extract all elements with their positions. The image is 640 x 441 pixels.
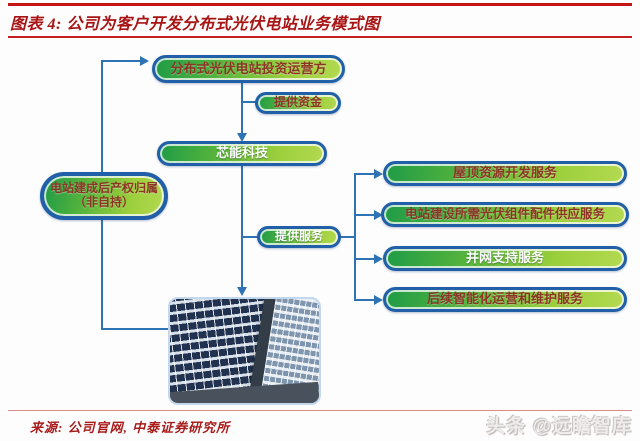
solar-rooftop-photo (168, 297, 321, 405)
connector-left-down-vertical (101, 220, 103, 330)
connector-branch-3 (354, 258, 375, 260)
node-provide-funds: 提供资金 (255, 92, 341, 114)
node-investor: 分布式光伏电站投资运营方 (152, 55, 345, 83)
connector-services-tee (242, 236, 258, 238)
connector-investor-to-company (241, 82, 243, 134)
arrow-right-icon (374, 210, 383, 220)
watermark: 头条 @远瞻智库 (486, 416, 632, 437)
node-service-roof-label: 屋顶资源开发服务 (452, 165, 557, 181)
node-company-label: 芯能科技 (215, 145, 268, 161)
connector-services-trunk (354, 173, 356, 301)
node-service-om-label: 后续智能化运营和维护服务 (426, 291, 583, 307)
node-service-om: 后续智能化运营和维护服务 (383, 287, 627, 312)
connector-branch-1 (354, 173, 375, 175)
node-ownership-line1: 电站建成后产权归属 (49, 181, 158, 196)
bottom-rule (8, 410, 632, 411)
connector-funds-tee (242, 101, 256, 103)
node-service-components-label: 电站建设所需光伏组件配件供应服务 (404, 207, 605, 222)
connector-services-out (340, 236, 355, 238)
arrow-down-icon (237, 287, 247, 296)
top-rule (8, 3, 632, 6)
connector-branch-4 (354, 299, 375, 301)
connector-left-up-horizontal (101, 60, 141, 62)
arrow-down-icon (237, 133, 247, 142)
connector-company-to-photo (241, 165, 243, 288)
node-ownership-line2: （非自持） (73, 195, 134, 209)
figure-title: 图表 4: 公司为客户开发分布式光伏电站业务模式图 (10, 16, 380, 33)
node-service-grid-label: 并网支持服务 (465, 250, 544, 266)
node-service-grid: 并网支持服务 (383, 246, 627, 271)
node-service-components: 电站建设所需光伏组件配件供应服务 (381, 202, 629, 227)
node-company: 芯能科技 (157, 141, 327, 166)
node-provide-funds-label: 提供资金 (273, 95, 322, 110)
node-provide-services: 提供服务 (257, 226, 341, 248)
node-ownership: 电站建成后产权归属 （非自持） (40, 172, 168, 220)
arrow-right-icon (374, 254, 383, 264)
arrow-right-icon (140, 56, 149, 66)
title-underline (8, 36, 632, 38)
connector-left-down-horizontal (101, 328, 168, 330)
connector-branch-2 (354, 214, 375, 216)
connector-left-up-vertical (101, 61, 103, 173)
node-investor-label: 分布式光伏电站投资运营方 (170, 60, 327, 76)
arrow-right-icon (374, 169, 383, 179)
arrow-right-icon (374, 295, 383, 305)
node-provide-services-label: 提供服务 (274, 229, 323, 244)
node-service-roof: 屋顶资源开发服务 (383, 161, 627, 186)
source-note: 来源: 公司官网, 中泰证券研究所 (30, 420, 231, 435)
